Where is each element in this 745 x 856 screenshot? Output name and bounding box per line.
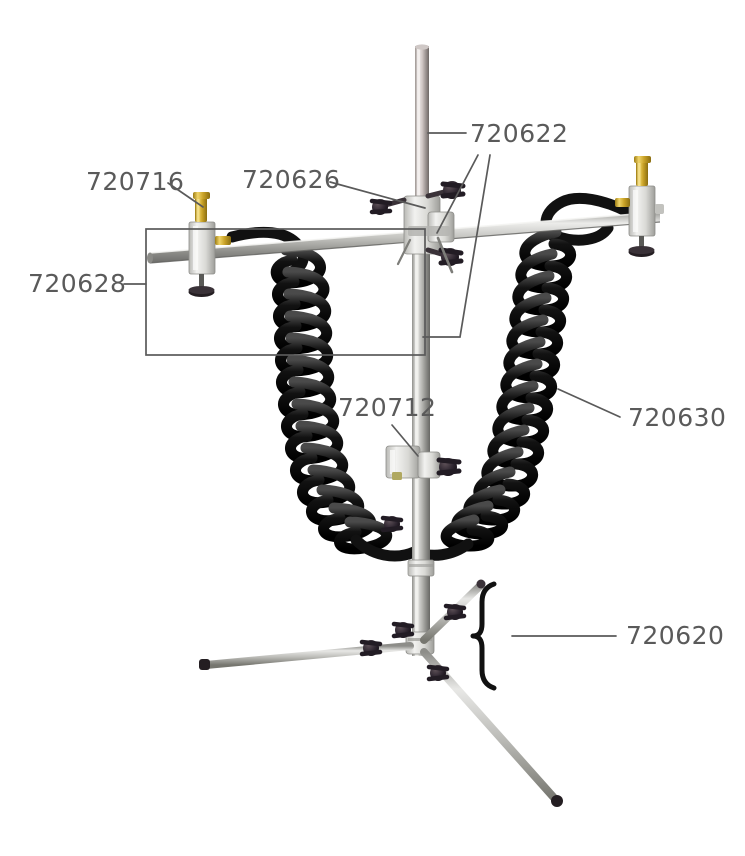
right-valve-manifold (615, 156, 664, 257)
leader-720716 (167, 182, 204, 208)
left-coiled-hose (226, 226, 420, 562)
callout-labels: 720716 720626 720622 720628 720630 72071… (28, 119, 726, 650)
leader-720630 (557, 388, 621, 418)
vertical-mast-post (407, 44, 435, 656)
callout-leaders (123, 132, 621, 637)
leader-720712 (391, 424, 419, 457)
leader-720622-c (422, 154, 491, 338)
callout-label-720626: 720626 (242, 165, 340, 194)
callout-label-720716: 720716 (86, 167, 184, 196)
group-box-720628 (145, 228, 426, 356)
right-coiled-hose (410, 192, 634, 561)
callout-label-720628: 720628 (28, 269, 126, 298)
left-valve-manifold (188, 192, 231, 297)
callout-label-720620: 720620 (626, 621, 724, 650)
leader-720622-b (436, 154, 479, 234)
tripod-base (199, 579, 563, 807)
callout-label-720630: 720630 (628, 403, 726, 432)
callout-label-720622: 720622 (470, 119, 568, 148)
leader-720626 (329, 181, 426, 209)
callout-label-720712: 720712 (338, 393, 436, 422)
brace-720620 (470, 581, 497, 691)
mid-mast-hose-clamp (380, 445, 462, 533)
